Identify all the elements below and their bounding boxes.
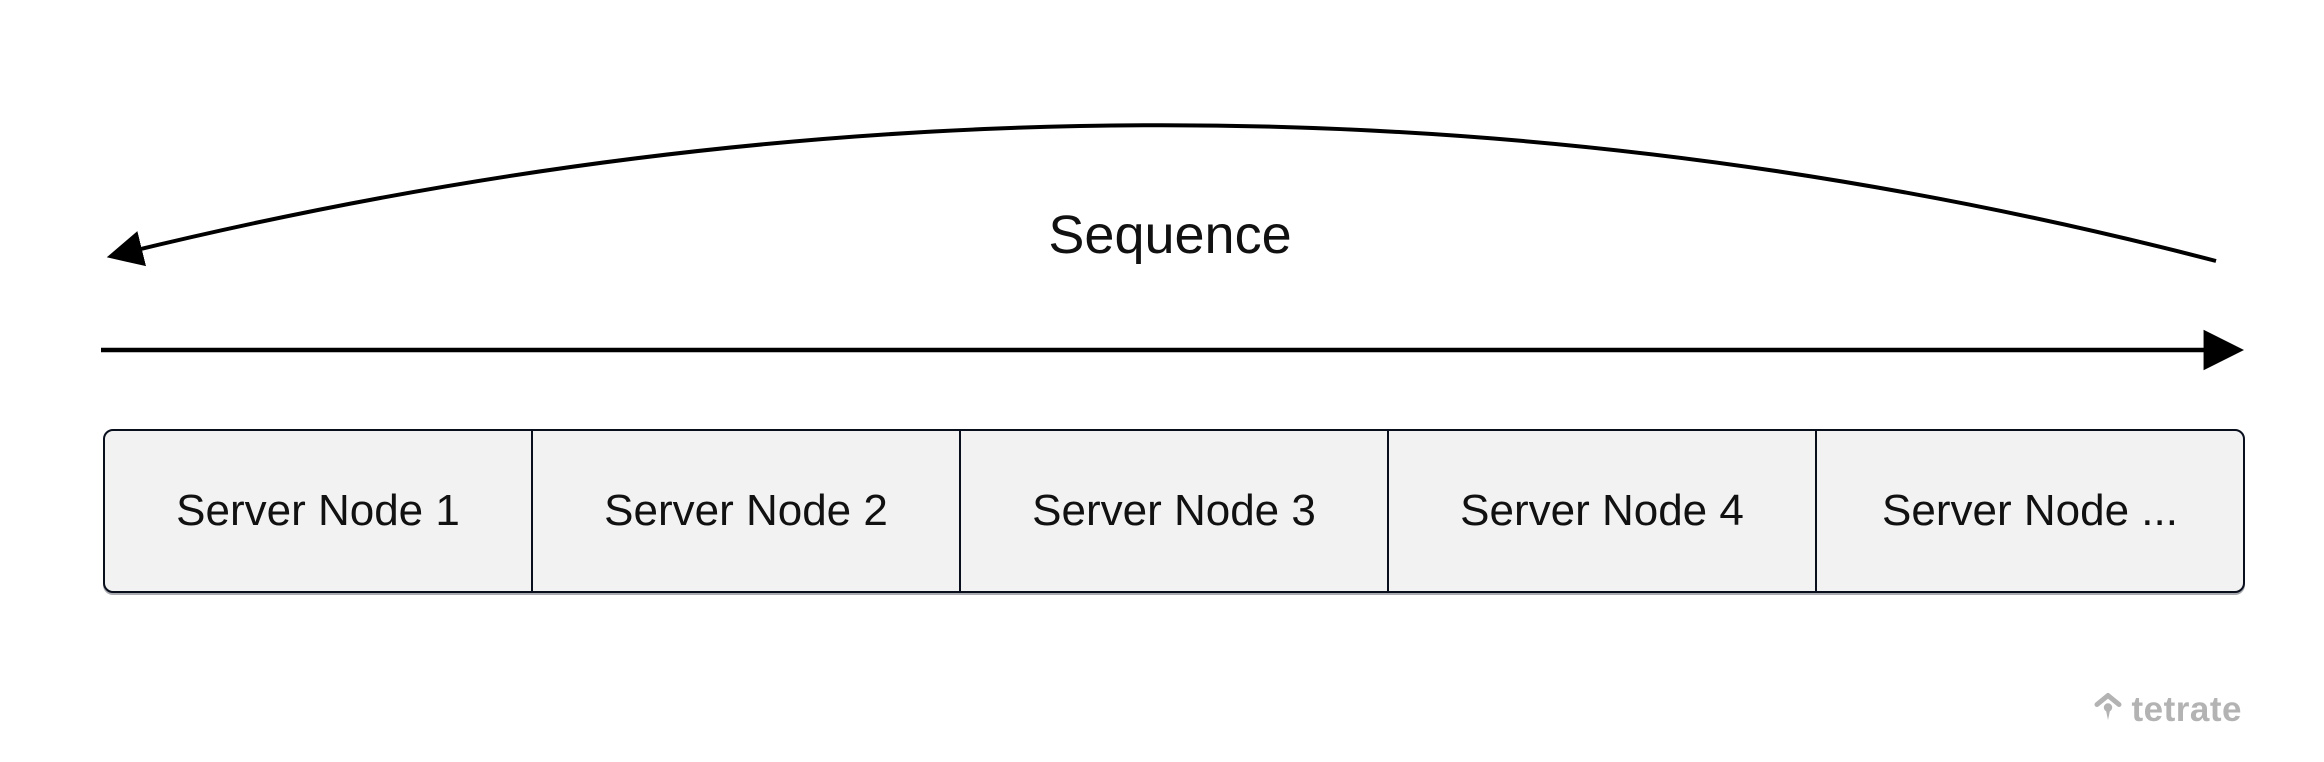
- sequence-arrow-label: Sequence: [1034, 208, 1306, 262]
- sequence-return-arc-arrow: [106, 123, 2217, 267]
- server-node-2: Server Node 2: [531, 431, 959, 591]
- server-node-row: Server Node 1 Server Node 2 Server Node …: [103, 429, 2245, 593]
- tetrate-logo: tetrate: [2093, 691, 2242, 728]
- tetrate-umbrella-icon: [2093, 691, 2123, 728]
- server-node-4: Server Node 4: [1387, 431, 1815, 591]
- server-node-ellipsis: Server Node ...: [1815, 431, 2243, 591]
- tetrate-logo-text: tetrate: [2131, 690, 2242, 729]
- server-node-1: Server Node 1: [176, 486, 460, 535]
- server-node-3: Server Node 3: [959, 431, 1387, 591]
